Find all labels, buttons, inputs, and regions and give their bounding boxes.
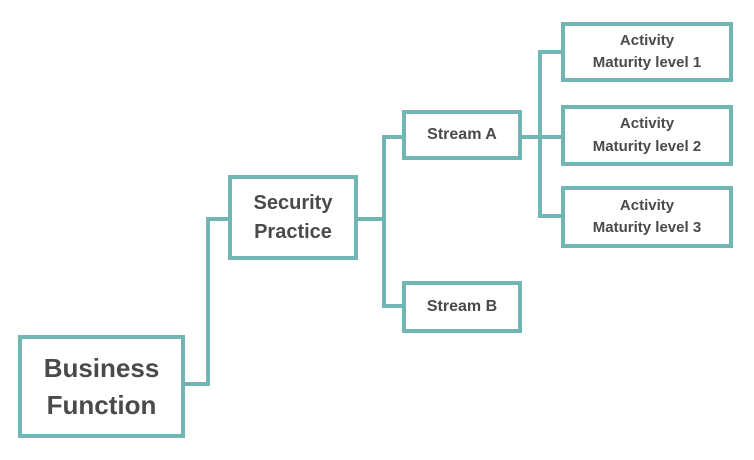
node-security-practice: Security Practice <box>228 175 358 260</box>
stream-a-label: Stream A <box>427 126 497 143</box>
node-activity-maturity-level-2: Activity Maturity level 2 <box>561 105 733 166</box>
activity-3-label-line1: Activity <box>619 196 675 214</box>
connector-trunk-to-streams <box>382 135 402 308</box>
node-stream-b: Stream B <box>402 281 522 333</box>
business-function-label-line1: Business <box>43 353 160 384</box>
security-practice-label-line1: Security <box>253 191 333 214</box>
node-stream-a: Stream A <box>402 110 522 160</box>
connector-businessfunction-to-securitypractice <box>185 217 228 386</box>
node-activity-maturity-level-3: Activity Maturity level 3 <box>561 186 733 248</box>
activity-2-label-line2: Maturity level 2 <box>592 137 702 155</box>
activity-1-label-line1: Activity <box>619 31 675 49</box>
node-business-function: Business Function <box>18 335 185 438</box>
connector-trunk-to-activities <box>538 50 561 218</box>
activity-1-label-line2: Maturity level 1 <box>592 54 702 71</box>
node-activity-maturity-level-1: Activity Maturity level 1 <box>561 22 733 82</box>
activity-3-label-line2: Maturity level 3 <box>592 219 702 236</box>
stream-b-label: Stream B <box>426 298 498 315</box>
activity-2-label-line1: Activity <box>619 115 675 132</box>
business-function-label-line2: Function <box>46 389 157 420</box>
security-practice-label-line2: Practice <box>254 220 332 243</box>
